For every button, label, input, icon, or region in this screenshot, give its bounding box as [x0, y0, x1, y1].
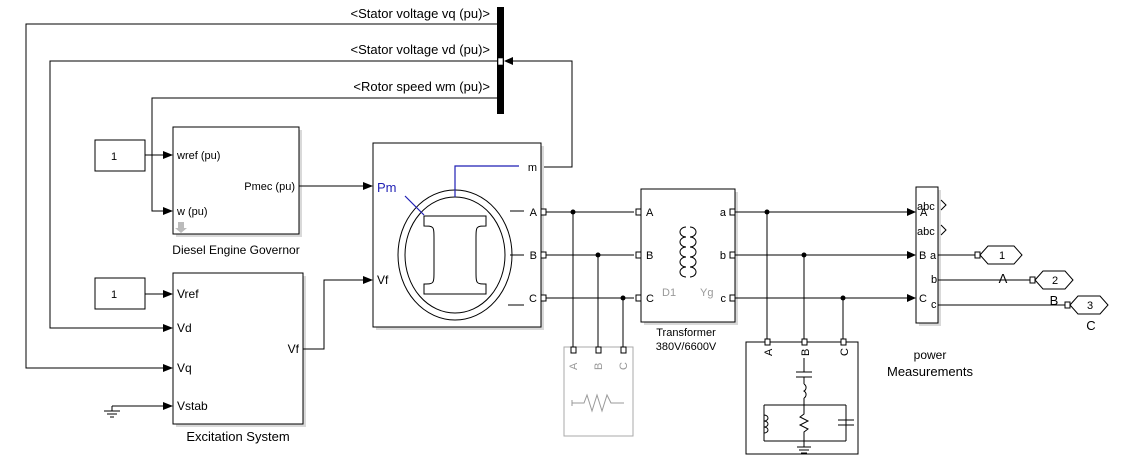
outport-2-number: 2: [1052, 275, 1058, 287]
governor-block[interactable]: [172, 126, 300, 235]
outport-1-number: 1: [999, 250, 1005, 262]
measurement-in-a: A: [920, 207, 928, 219]
measurement-out-b: b: [931, 274, 937, 286]
measurement-in-c: C: [919, 293, 927, 305]
arrow-vstab: [163, 402, 173, 410]
constant-value-excitation: 1: [111, 289, 117, 301]
wire-vf: [303, 279, 363, 350]
bus-signal-vd: <Stator voltage vd (pu)>: [351, 42, 490, 57]
down-arrow-icon: [175, 222, 187, 233]
arrow-vq: [163, 364, 173, 372]
arrow-vref: [163, 290, 173, 298]
transformer-block[interactable]: [640, 188, 736, 323]
load-port-b: B: [593, 363, 605, 370]
arrow-wref: [163, 151, 173, 159]
resistive-load-block[interactable]: [563, 346, 634, 437]
measurement-title-1: power: [914, 348, 947, 362]
transformer-winding-yg: Yg: [700, 287, 713, 299]
transformer-title-2: 380V/6600V: [656, 341, 717, 353]
machine-in-pm: Pm: [377, 180, 397, 195]
outport-3-number: 3: [1087, 300, 1093, 312]
outport-3-label: B: [1050, 293, 1059, 308]
excitation-in-vref: Vref: [177, 287, 199, 301]
governor-in-w: w (pu): [176, 206, 208, 218]
arrow-vd: [163, 324, 173, 332]
rlc-load-block[interactable]: [745, 341, 859, 455]
machine-out-b: B: [530, 250, 537, 262]
arrow-m: [504, 57, 513, 65]
rlc-port-b: B: [800, 349, 812, 356]
governor-title: Diesel Engine Governor: [172, 243, 299, 257]
excitation-out-vf: Vf: [288, 342, 300, 356]
excitation-title: Excitation System: [186, 429, 289, 444]
outport-2-label: A: [999, 271, 1008, 286]
bus-signal-wm: <Rotor speed wm (pu)>: [353, 79, 490, 94]
transformer-left-a: A: [646, 207, 654, 219]
machine-in-vf: Vf: [377, 273, 389, 287]
machine-rotor-icon: [397, 165, 524, 321]
transformer-right-a: a: [720, 207, 727, 219]
transformer-title-1: Transformer: [656, 327, 716, 339]
transformer-left-b: B: [646, 250, 653, 262]
wire-vq: [25, 23, 497, 369]
transformer-right-b: b: [720, 250, 726, 262]
measurement-title-2: Measurements: [887, 364, 973, 379]
measurement-out-c: c: [931, 299, 937, 311]
arrow-pmec: [363, 182, 373, 190]
bus-input-port: [497, 57, 504, 66]
outport-1[interactable]: [979, 245, 1023, 265]
excitation-in-vq: Vq: [177, 361, 192, 375]
transformer-coil-icon: [679, 226, 697, 278]
machine-out-a: A: [530, 207, 538, 219]
measurement-out-a: a: [930, 250, 937, 262]
arrow-vf: [363, 276, 373, 284]
outport-3[interactable]: [1069, 295, 1109, 315]
resistor-icon: [572, 393, 624, 413]
constant-block-governor[interactable]: [94, 139, 146, 172]
outport-c-label: C: [1086, 318, 1095, 333]
rlc-port-c: C: [839, 348, 851, 356]
load-port-a: A: [568, 362, 580, 370]
synchronous-machine-block[interactable]: [372, 142, 542, 328]
constant-block-excitation[interactable]: [94, 277, 146, 310]
governor-in-wref: wref (pu): [176, 150, 220, 162]
transformer-right-c: c: [721, 293, 727, 305]
outport-2[interactable]: [1034, 270, 1074, 290]
arrow-w: [163, 207, 173, 215]
machine-out-m: m: [528, 162, 537, 174]
bus-signal-vq: <Stator voltage vq (pu)>: [351, 6, 490, 21]
wire-m: [512, 60, 573, 168]
transformer-left-c: C: [646, 293, 654, 305]
measurement-out-vabc: abc: [917, 201, 935, 213]
measurement-out-iabc: abc: [917, 226, 935, 238]
wire-vd: [49, 60, 497, 329]
constant-value-governor: 1: [111, 151, 117, 163]
measurement-in-b: B: [919, 250, 926, 262]
excitation-in-vd: Vd: [177, 321, 192, 335]
rlc-icon: [763, 358, 854, 454]
machine-out-c: C: [529, 293, 537, 305]
excitation-in-vstab: Vstab: [177, 399, 208, 413]
governor-out-pmec: Pmec (pu): [244, 181, 295, 193]
transformer-winding-d1: D1: [662, 287, 676, 299]
rlc-port-a: A: [763, 348, 775, 356]
load-port-c: C: [618, 362, 630, 370]
